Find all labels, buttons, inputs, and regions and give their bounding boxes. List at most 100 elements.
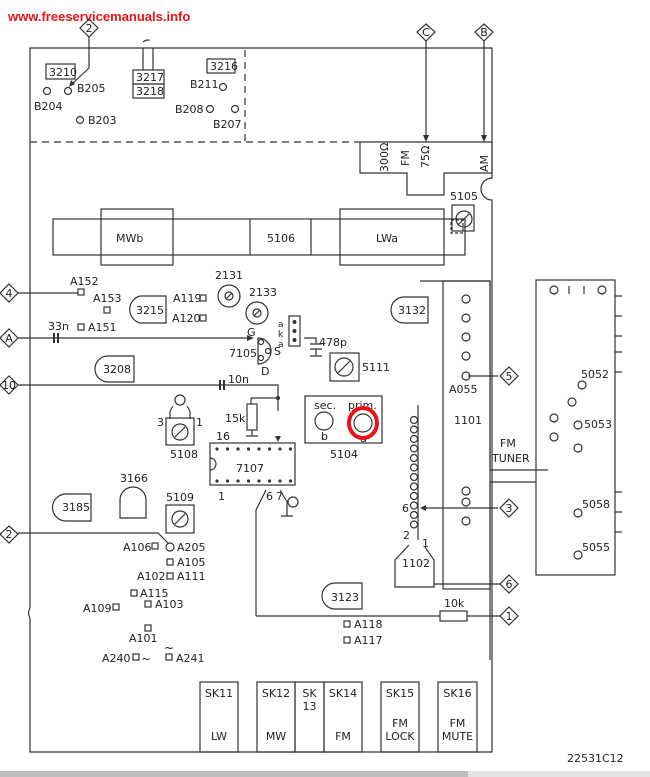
ic-pin [236,479,240,483]
connector-2-top[interactable]: 2 [69,18,99,87]
label-a118: A118 [354,618,383,631]
jumper-block[interactable] [288,315,301,347]
connector-A[interactable]: A [0,328,254,348]
coil-lwa [339,208,445,266]
resistor-3216 [206,58,236,74]
coil-loop [409,510,419,520]
label-a152: A152 [70,275,99,288]
switch-id: SK12 [262,687,290,700]
label-1102: 1102 [402,557,430,570]
adjust-sec-b[interactable] [314,411,334,431]
connector-C[interactable]: C [416,23,436,142]
connector-label: A [5,332,13,345]
label-a105: A105 [177,556,206,569]
pad-a102 [166,572,174,580]
ic-pin [215,447,219,451]
label-5104: 5104 [330,448,358,461]
switch-label-2: MUTE [442,730,473,743]
label-3215: 3215 [136,304,164,317]
trimmer-5111[interactable] [329,352,360,382]
switch-label: FM [392,717,408,730]
label-478p: 478p [319,336,347,349]
connector-B[interactable]: B [474,23,494,142]
label-10n: 10n [228,373,249,386]
antenna-fm-label: FM [399,150,412,166]
label-tuner: TUNER [491,452,530,465]
label-jumper-k: k [278,330,284,340]
label-jumper-a2: a [278,340,284,350]
connector-label: 4 [6,287,13,300]
label-33n: 33n [48,320,69,333]
horizontal-scrollbar[interactable] [0,771,650,777]
label-a102: A102 [137,570,166,583]
label-b205: B205 [77,82,106,95]
pad-a152 [77,288,85,296]
pad-a240 [132,653,140,661]
label-pin-g: G [247,326,256,339]
pad-a118 [343,620,351,628]
connector-6[interactable]: 6 [499,574,519,594]
connector-2-left[interactable]: 2 [0,525,169,544]
label-5052: 5052 [581,368,609,381]
connector-4[interactable]: 4 [0,283,78,303]
switch-id: SK16 [443,687,471,700]
connector-label: C [422,26,430,39]
capacitor-33n [53,333,59,343]
pad-a115 [130,589,138,597]
label-jumper-a: a [278,320,284,330]
module-hole [461,294,471,304]
pad-a241 [165,653,173,661]
label-ic-pin16: 16 [216,430,230,443]
trimmer-2133[interactable] [245,301,269,325]
antenna-am-label: AM [478,155,491,172]
label-pin-d: D [261,365,269,378]
coil-pad [567,397,577,407]
coil-loop [409,491,419,501]
connector-3[interactable]: 3 [499,498,519,518]
adjust-prim-a[interactable] [353,413,373,433]
pad-b205 [63,86,73,96]
label-3132: 3132 [398,304,426,317]
label-coil-pin6: 6 [402,502,409,515]
ic-pin [225,447,230,451]
connector-5[interactable]: 5 [499,366,519,386]
resistor-15k [246,403,258,431]
pad-b207 [230,104,240,114]
coil-pad [549,413,559,423]
coil-pad [573,508,583,518]
trimmer-2131[interactable] [217,284,241,308]
trimmer-5109[interactable] [165,504,195,534]
pad-a105 [166,558,174,566]
document-id: 22531C12 [567,752,624,765]
module-hole [461,516,471,526]
coil-loop [409,453,419,463]
label-a241: A241 [176,652,205,665]
scrollbar-thumb[interactable] [0,771,468,777]
coil-pad [573,420,583,430]
connector-10[interactable]: 10 [0,375,279,411]
pad-a153 [103,306,111,314]
label-15k: 15k [225,412,246,425]
switch-id: SK15 [386,687,414,700]
label-1101: 1101 [454,414,482,427]
resistor-3218 [132,83,165,99]
label-3166: 3166 [120,472,148,485]
resistor-10k [439,610,468,622]
pad-b204 [42,86,52,96]
trimmer-5108[interactable] [165,417,195,446]
ic-pin [257,447,261,451]
coil-pad [573,550,583,560]
label-10k: 10k [444,597,465,610]
coil-loop [409,501,419,510]
coil-pad [549,432,559,442]
coil-pad [577,380,587,390]
resistor-3210 [45,63,76,80]
connector-1[interactable]: 1 [499,606,519,626]
pad-a151 [77,323,85,331]
